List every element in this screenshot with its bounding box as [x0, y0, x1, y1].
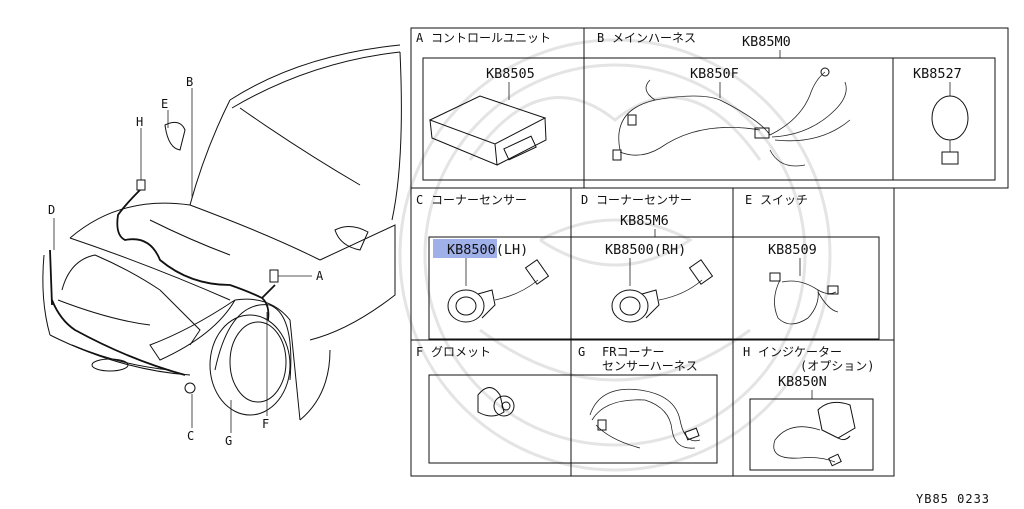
panel-a-letter: A	[416, 31, 424, 45]
panel-d-part-no[interactable]: KB8500(RH)	[605, 242, 686, 258]
panel-g-fr-sensor-harness: G FRコーナー センサーハーネス	[570, 345, 718, 464]
round-pad-icon	[931, 95, 969, 165]
parts-grid: A コントロールユニット KB8505 B メインハーネス KB85M0 KB8…	[410, 27, 1009, 477]
callout-e: E	[161, 97, 168, 111]
callout-h: H	[136, 115, 143, 129]
panel-g-title-line2: センサーハーネス	[602, 359, 698, 373]
panel-b-title: メインハーネス	[612, 31, 696, 45]
panel-h-part-no[interactable]: KB850N	[778, 374, 827, 390]
panel-e-part-no[interactable]: KB8509	[768, 242, 817, 258]
panel-b-group-no[interactable]: KB85M0	[742, 34, 791, 50]
sensor-lh-icon	[447, 259, 550, 323]
panel-e-title: スイッチ	[760, 193, 808, 207]
callout-d: D	[48, 203, 55, 217]
panel-g-letter: G	[578, 345, 585, 359]
control-unit-box-icon	[428, 95, 547, 166]
panel-d-letter: D	[581, 193, 588, 207]
panel-h-letter: H	[743, 345, 750, 359]
panel-h-title-line2: (オプション)	[800, 359, 874, 373]
panel-e-switch: E スイッチ KB8509	[745, 193, 839, 325]
panel-c-title: コーナーセンサー	[431, 193, 527, 207]
panel-f-grommet: F グロメット	[416, 345, 572, 464]
panel-f-title: グロメット	[431, 345, 491, 359]
sensor-rh-icon	[611, 259, 714, 323]
panel-c-letter: C	[416, 193, 423, 207]
callout-a: A	[316, 269, 324, 283]
grommet-icon	[477, 387, 515, 417]
panel-b-part-no[interactable]: KB850F	[690, 66, 739, 82]
panel-b-letter: B	[597, 31, 604, 45]
indicator-icon	[773, 401, 856, 467]
panel-d-group-no[interactable]: KB85M6	[620, 213, 669, 229]
callout-b: B	[186, 75, 193, 89]
panel-h-indicator: H インジケーター (オプション) KB850N	[743, 345, 874, 471]
panel-c-corner-sensor-lh: C コーナーセンサー KB8500(LH)	[416, 193, 572, 340]
panel-h-title-line1: インジケーター	[758, 345, 842, 359]
callout-f: F	[262, 417, 269, 431]
panel-g-title-line1: FRコーナー	[602, 345, 664, 359]
panel-b-main-harness: B メインハーネス KB85M0 KB850F KB8527	[583, 31, 996, 181]
figure-code: YB85 0233	[916, 492, 990, 506]
fr-harness-icon	[589, 388, 701, 449]
panel-d-corner-sensor-rh: D コーナーセンサー KB85M6 KB8500(RH)	[570, 193, 880, 340]
panel-b-sub-part-no[interactable]: KB8527	[913, 66, 962, 82]
panel-a-title: コントロールユニット	[431, 31, 551, 45]
panel-f-letter: F	[416, 345, 423, 359]
main-harness-icon	[612, 67, 851, 167]
panel-d-title: コーナーセンサー	[596, 193, 692, 207]
callout-g: G	[225, 434, 232, 448]
panel-e-letter: E	[745, 193, 752, 207]
vehicle-illustration: B E H D A C G F	[42, 44, 402, 448]
callout-c: C	[187, 429, 194, 443]
switch-harness-icon	[769, 272, 839, 325]
panel-c-part-no[interactable]: KB8500(LH)	[447, 242, 528, 258]
panel-a-part-no[interactable]: KB8505	[486, 66, 535, 82]
watermark-emblem	[398, 38, 832, 472]
part-number-highlight	[433, 239, 497, 258]
